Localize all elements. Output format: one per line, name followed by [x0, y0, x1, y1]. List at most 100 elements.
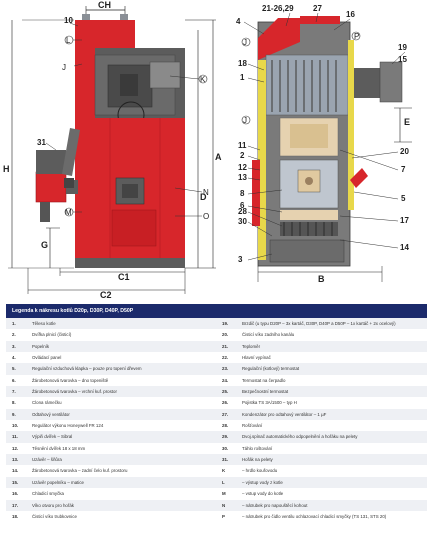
legend-panel: Legenda k nákresu kotlů D20p, D30P, D40P… — [6, 304, 427, 552]
label-4: 4 — [236, 17, 241, 26]
legend-cell-t2: Táhlo roštování — [240, 442, 427, 455]
legend-cell-t2: Bezpečnostní termostat — [240, 386, 427, 398]
legend-cell-n1: 17. — [6, 499, 30, 511]
dim-c1: C1 — [118, 272, 130, 282]
label-N: N — [203, 188, 209, 197]
legend-cell-n1: 15. — [6, 476, 30, 489]
legend-cell-n2: 21. — [220, 340, 240, 353]
insulation-right — [348, 40, 354, 210]
dim-c2: C2 — [100, 290, 112, 300]
legend-cell-n2: 22. — [220, 352, 240, 364]
label-15: 15 — [398, 55, 407, 64]
legend-cell-t1: Clona rámečku — [30, 397, 220, 409]
legend-cell-n2: M — [220, 488, 240, 500]
insulation-left — [258, 60, 266, 260]
dim-d: D — [200, 192, 207, 202]
legend-cell-t2: – hrdlo kouřovodu — [240, 465, 427, 477]
legend-cell-t2: Rošťování — [240, 420, 427, 432]
left-column — [75, 48, 95, 258]
legend-cell-t1: Ovládací panel — [30, 352, 220, 364]
legend-cell-t1: Regulační vzduchová klapka – pouze pro t… — [30, 363, 220, 375]
legend-cell-n2: L — [220, 476, 240, 489]
legend-cell-t2: Dvoj.spínač automatického odpopelnění a … — [240, 431, 427, 443]
label-13: 13 — [238, 173, 247, 182]
exhaust-fan — [379, 61, 403, 103]
label-20: 20 — [400, 147, 409, 156]
legend-cell-n1: 11. — [6, 431, 30, 443]
legend-cell-t2: Hořák na pelety — [240, 454, 427, 466]
legend-title: Legenda k nákresu kotlů D20p, D30P, D40P… — [6, 304, 427, 318]
legend-cell-t2: Regulační (kotlový) termostat — [240, 363, 427, 375]
section-view: 4 21-26,29 27 16 P 19 18 1 11 2 12 13 8 … — [236, 4, 412, 284]
control-panel — [258, 18, 300, 60]
top-panel — [75, 20, 135, 50]
legend-row: 5.Regulační vzduchová klapka – pouze pro… — [6, 363, 427, 375]
dim-ch: CH — [98, 0, 111, 10]
legend-cell-n2: 26. — [220, 397, 240, 409]
outlet-stub-right — [120, 14, 128, 22]
legend-cell-n2: 31. — [220, 454, 240, 466]
label-6: 6 — [240, 201, 245, 210]
legend-cell-t2: Brzdič (u typu D20P – 3x kartáč, D30P, D… — [240, 318, 427, 330]
legend-cell-t2: Kondenzátor pro odtahový ventilátor – 1 … — [240, 408, 427, 421]
label-1: 1 — [240, 73, 245, 82]
pellet-feeder-tube — [62, 128, 80, 176]
label-J: J — [62, 63, 66, 72]
legend-cell-n1: 2. — [6, 329, 30, 341]
dim-g: G — [41, 240, 48, 250]
legend-cell-t1: Popelník — [30, 340, 220, 353]
legend-cell-t1: Dvířka plnicí (čisticí) — [30, 329, 220, 341]
label-11: 11 — [238, 141, 247, 150]
legend-cell-n2: P — [220, 510, 240, 523]
dim-a: A — [215, 152, 222, 162]
legend-cell-n2: 24. — [220, 374, 240, 387]
legend-cell-n1: 18. — [6, 510, 30, 523]
legend-cell-t1: Žárobetonová tvarovka – vrchní kuf. pros… — [30, 386, 220, 398]
legend-cell-n1: 4. — [6, 352, 30, 364]
legend-cell-n2: 25. — [220, 386, 240, 398]
legend-cell-t1: Regulátor výkonu Honeywell FR 124 — [30, 420, 220, 432]
label-31: 31 — [37, 138, 46, 147]
legend-cell-t1: Chladicí smyčka — [30, 488, 220, 500]
pellet-burner — [35, 128, 80, 222]
label-27: 27 — [313, 4, 322, 13]
label-5: 5 — [401, 194, 406, 203]
legend-cell-n2: 30. — [220, 442, 240, 455]
label-3: 3 — [238, 255, 243, 264]
legend-row: 14.Žárobetonová tvarovka – zadní čelo ku… — [6, 465, 427, 477]
label-21-26-29: 21-26,29 — [262, 4, 294, 13]
legend-cell-n2: 27. — [220, 408, 240, 421]
legend-cell-t2: – nátrubek pro napouštěcí kohout — [240, 499, 427, 511]
label-7: 7 — [401, 165, 406, 174]
legend-cell-t1: Těleso kotle — [30, 318, 220, 330]
legend-cell-t2: Pojistka TS 3A/1500 – typ H — [240, 397, 427, 409]
legend-cell-n1: 10. — [6, 420, 30, 432]
label-J-top: J — [243, 38, 247, 47]
legend-row: 7.Žárobetonová tvarovka – vrchní kuf. pr… — [6, 386, 427, 398]
legend-cell-n2: 29. — [220, 431, 240, 443]
label-10: 10 — [64, 16, 73, 25]
label-18: 18 — [238, 59, 247, 68]
legend-cell-n1: 12. — [6, 442, 30, 455]
dim-h: H — [3, 164, 10, 174]
label-8: 8 — [240, 189, 245, 198]
legend-cell-t1: Výpiň dvířek – Sibral — [30, 431, 220, 443]
legend-cell-n1: 1. — [6, 318, 30, 330]
legend-cell-t1: Čisticí víko trubkovnice — [30, 510, 220, 523]
label-J-mid: J — [243, 116, 247, 125]
label-12: 12 — [238, 163, 247, 172]
dim-b: B — [318, 274, 325, 284]
legend-cell-t1: Uzávěr – šňůra — [30, 454, 220, 466]
label-16: 16 — [346, 10, 355, 19]
